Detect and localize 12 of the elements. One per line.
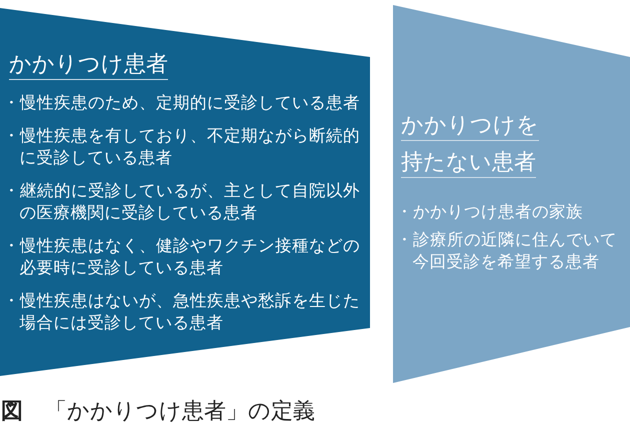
trapezoid-panel [393,5,630,383]
panel-heading: かかりつけ患者 [9,50,168,78]
figure-caption: 図 「かかりつけ患者」の定義 [1,398,315,426]
list-item: ・慢性疾患を有しており、不定期ながら断続的に受診している患者 [3,125,361,169]
list-item: ・慢性疾患はないが、急性疾患や愁訴を生じた場合には受診している患者 [3,290,361,334]
list-item: ・かかりつけ患者の家族 [396,201,583,223]
list-item: ・慢性疾患はなく、健診やワクチン接種などの必要時に受診している患者 [3,235,361,279]
list-item: ・慢性疾患のため、定期的に受診している患者 [3,92,360,114]
panel-heading: かかりつけを持たない患者 [401,112,540,176]
list-item: ・診療所の近隣に住んでいて今回受診を希望する患者 [396,229,618,273]
trapezoid-panel [0,8,370,376]
list-item: ・継続的に受診しているが、主として自院以外の医療機関に受診している患者 [3,180,361,224]
